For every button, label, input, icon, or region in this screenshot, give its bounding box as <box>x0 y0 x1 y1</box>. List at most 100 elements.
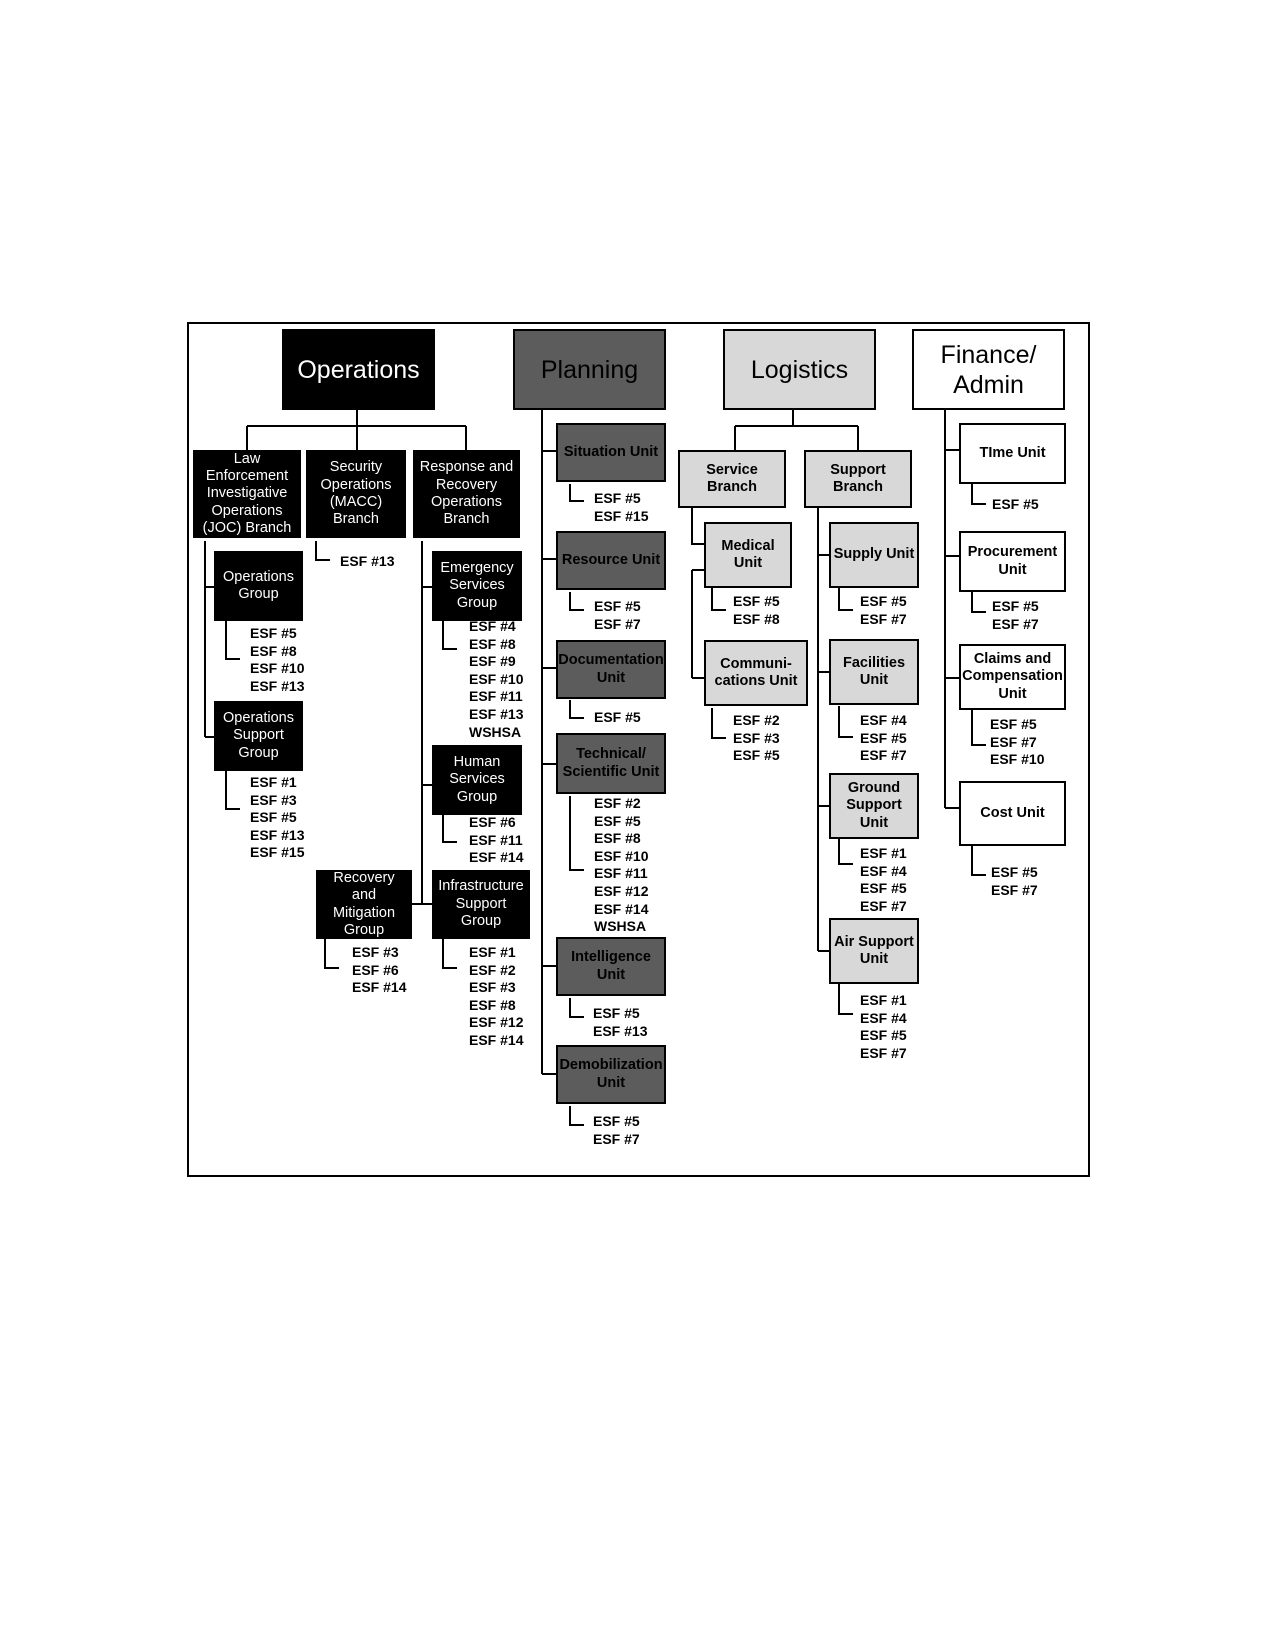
esf-item: ESF #3 <box>469 979 516 996</box>
medical-esf-list: ESF #5 ESF #8 <box>733 593 780 628</box>
esf-item: ESF #12 <box>469 1014 524 1031</box>
response-recovery-branch: Response and Recovery Operations Branch <box>413 450 520 538</box>
time-esf-list: ESF #5 <box>992 496 1039 514</box>
resource-unit: Resource Unit <box>556 531 666 590</box>
communications-esf-list: ESF #2 ESF #3 ESF #5 <box>733 712 780 765</box>
esf-item: ESF #13 <box>593 1022 648 1039</box>
esf-item: ESF #7 <box>991 881 1038 898</box>
esf-item: ESF #7 <box>992 615 1039 632</box>
esf-item: ESF #14 <box>469 849 524 866</box>
planning-header: Planning <box>513 329 666 410</box>
intelligence-unit: Intelligence Unit <box>556 937 666 996</box>
operations-group: Operations Group <box>214 551 303 621</box>
esf-item: ESF #13 <box>340 553 395 569</box>
resource-esf-list: ESF #5 ESF #7 <box>594 598 641 633</box>
emergency-services-esf-list: ESF #4 ESF #8 ESF #9 ESF #10 ESF #11 ESF… <box>469 618 523 741</box>
demobilization-unit: Demobilization Unit <box>556 1045 666 1104</box>
service-branch: Service Branch <box>678 450 786 508</box>
cost-esf-list: ESF #5 ESF #7 <box>991 864 1038 899</box>
esf-item: ESF #3 <box>352 944 399 960</box>
joc-branch: Law Enforcement Investigative Operations… <box>193 450 301 538</box>
macc-esf-list: ESF #13 <box>340 553 394 571</box>
esf-item: ESF #11 <box>469 831 523 848</box>
esf-item: ESF #5 <box>990 716 1037 732</box>
esf-item: ESF #1 <box>469 944 516 960</box>
esf-item: ESF #14 <box>352 979 407 996</box>
esf-item: ESF #8 <box>469 635 516 652</box>
infrastructure-support-group: Infrastructure Support Group <box>432 870 530 939</box>
recovery-mitigation-esf-list: ESF #3 ESF #6 ESF #14 <box>352 944 406 997</box>
esf-item: ESF #8 <box>733 610 780 627</box>
esf-item: ESF #7 <box>594 615 641 632</box>
supply-unit: Supply Unit <box>829 522 919 588</box>
finance-admin-header: Finance/ Admin <box>912 329 1065 410</box>
esf-item: ESF #6 <box>352 961 399 978</box>
esf-item: ESF #5 <box>594 709 641 725</box>
supply-esf-list: ESF #5 ESF #7 <box>860 593 907 628</box>
esf-item: ESF #10 <box>990 751 1045 768</box>
medical-unit: Medical Unit <box>704 522 792 588</box>
demobilization-esf-list: ESF #5 ESF #7 <box>593 1113 640 1148</box>
esf-item: ESF #10 <box>250 660 305 677</box>
esf-item: ESF #5 <box>992 496 1039 512</box>
esf-item: ESF #5 <box>733 593 780 609</box>
recovery-mitigation-group: Recovery and Mitigation Group <box>316 870 412 939</box>
logistics-header: Logistics <box>723 329 876 410</box>
esf-item: ESF #8 <box>469 996 516 1013</box>
esf-item: ESF #1 <box>860 992 907 1008</box>
esf-item: ESF #4 <box>860 1009 907 1026</box>
esf-item: ESF #5 <box>992 598 1039 614</box>
esf-item: ESF #8 <box>250 642 297 659</box>
esf-item: ESF #5 <box>860 1027 907 1044</box>
esf-item: WSHSA <box>469 723 522 740</box>
esf-item: ESF #5 <box>593 1113 640 1129</box>
esf-item: ESF #15 <box>594 507 649 524</box>
intelligence-esf-list: ESF #5 ESF #13 <box>593 1005 647 1040</box>
procurement-unit: Procurement Unit <box>959 531 1066 592</box>
esf-item: ESF #5 <box>250 809 297 826</box>
esf-item: ESF #2 <box>469 961 516 978</box>
esf-item: ESF #9 <box>469 653 516 670</box>
esf-item: ESF #3 <box>733 729 780 746</box>
facilities-unit: Facilities Unit <box>829 639 919 705</box>
claims-compensation-unit: Claims and Compensation Unit <box>959 644 1066 710</box>
esf-item: ESF #13 <box>250 826 305 843</box>
operations-support-group: Operations Support Group <box>214 701 303 771</box>
esf-item: ESF #13 <box>469 705 524 722</box>
esf-item: ESF #14 <box>594 900 649 917</box>
esf-item: ESF #3 <box>250 791 297 808</box>
esf-item: ESF #8 <box>594 830 641 847</box>
esf-item: ESF #7 <box>593 1130 640 1147</box>
human-services-esf-list: ESF #6 ESF #11 ESF #14 <box>469 814 523 867</box>
documentation-esf-list: ESF #5 <box>594 709 641 727</box>
esf-item: ESF #12 <box>594 882 649 899</box>
esf-item: ESF #5 <box>991 864 1038 880</box>
procurement-esf-list: ESF #5 ESF #7 <box>992 598 1039 633</box>
air-support-esf-list: ESF #1 ESF #4 ESF #5 ESF #7 <box>860 992 907 1062</box>
esf-item: ESF #5 <box>594 598 641 614</box>
esf-item: ESF #5 <box>594 812 641 829</box>
esf-item: ESF #4 <box>469 618 516 634</box>
esf-item: ESF #5 <box>860 880 907 897</box>
esf-item: ESF #6 <box>469 814 516 830</box>
esf-item: ESF #7 <box>860 747 907 764</box>
esf-item: ESF #5 <box>593 1005 640 1021</box>
esf-item: ESF #7 <box>860 610 907 627</box>
esf-item: WSHSA <box>594 918 647 935</box>
esf-item: ESF #5 <box>594 490 641 506</box>
technical-scientific-esf-list: ESF #2 ESF #5 ESF #8 ESF #10 ESF #11 ESF… <box>594 795 648 936</box>
human-services-group: Human Services Group <box>432 745 522 815</box>
esf-item: ESF #5 <box>250 625 297 641</box>
esf-item: ESF #7 <box>860 897 907 914</box>
esf-item: ESF #5 <box>860 593 907 609</box>
esf-item: ESF #4 <box>860 712 907 728</box>
ground-support-esf-list: ESF #1 ESF #4 ESF #5 ESF #7 <box>860 845 907 915</box>
esf-item: ESF #7 <box>990 733 1037 750</box>
esf-item: ESF #1 <box>250 774 297 790</box>
operations-header: Operations <box>282 329 435 410</box>
esf-item: ESF #4 <box>860 862 907 879</box>
esf-item: ESF #10 <box>469 670 524 687</box>
ground-support-unit: Ground Support Unit <box>829 773 919 839</box>
